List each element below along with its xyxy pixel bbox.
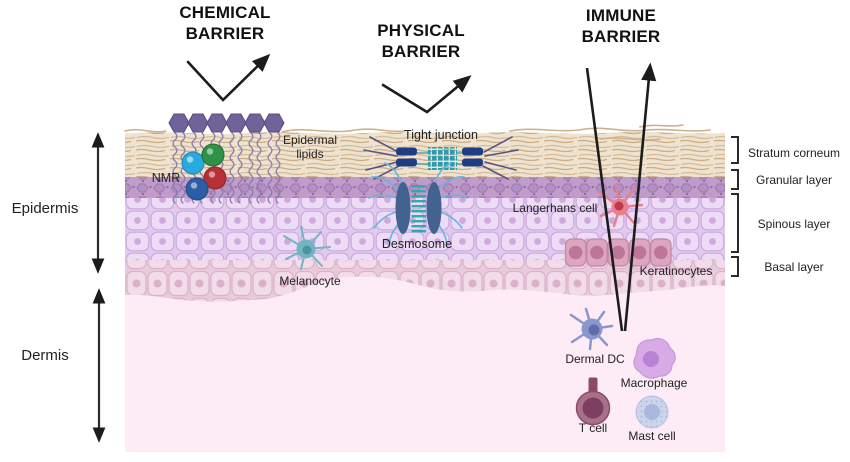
langerhans-cell-label: Langerhans cell bbox=[512, 201, 598, 215]
epidermal-lipids-icon bbox=[168, 113, 285, 204]
dermal-dc-icon bbox=[569, 307, 614, 351]
desmosome-label: Desmosome bbox=[381, 237, 453, 251]
nmr-molecules-icon bbox=[181, 143, 227, 201]
t-cell-icon bbox=[575, 377, 611, 426]
chemical-barrier-arrow bbox=[186, 53, 271, 102]
granular-layer-label: Granular layer bbox=[755, 173, 833, 187]
epidermal-lipids-label: Epidermal lipids bbox=[282, 133, 338, 161]
keratinocytes-label: Keratinocytes bbox=[639, 264, 713, 278]
melanocyte-icon bbox=[283, 226, 331, 270]
mast-cell-label: Mast cell bbox=[628, 429, 676, 443]
dermis-label: Dermis bbox=[21, 347, 69, 364]
langerhans-cell-icon bbox=[597, 183, 644, 228]
physical-barrier-title: PHYSICAL BARRIER bbox=[377, 21, 465, 62]
keratinocytes-icon bbox=[564, 238, 672, 267]
basal-layer bbox=[125, 258, 725, 302]
dermal-dc-label: Dermal DC bbox=[565, 352, 625, 366]
skin-surface-flakes-icon bbox=[124, 124, 711, 141]
spinous-layer-label: Spinous layer bbox=[757, 217, 831, 231]
epidermis-label: Epidermis bbox=[11, 200, 79, 217]
chemical-barrier-title: CHEMICAL BARRIER bbox=[179, 3, 271, 44]
macrophage-icon bbox=[633, 337, 676, 379]
stratum-corneum-label: Stratum corneum bbox=[747, 146, 841, 160]
immune-barrier-arrow bbox=[585, 62, 657, 332]
layer-brackets bbox=[731, 136, 739, 277]
desmosome-icon bbox=[368, 162, 468, 248]
macrophage-label: Macrophage bbox=[620, 376, 688, 390]
physical-barrier-arrow bbox=[381, 75, 472, 114]
immune-barrier-title: IMMUNE BARRIER bbox=[581, 6, 661, 47]
stratum-corneum-layer bbox=[124, 124, 725, 177]
basal-layer-label: Basal layer bbox=[764, 260, 824, 274]
tight-junction-label: Tight junction bbox=[404, 128, 478, 142]
melanocyte-label: Melanocyte bbox=[279, 274, 341, 288]
nmr-label: NMR bbox=[151, 171, 181, 185]
mast-cell-icon bbox=[635, 395, 669, 429]
t-cell-label: T cell bbox=[578, 421, 608, 435]
